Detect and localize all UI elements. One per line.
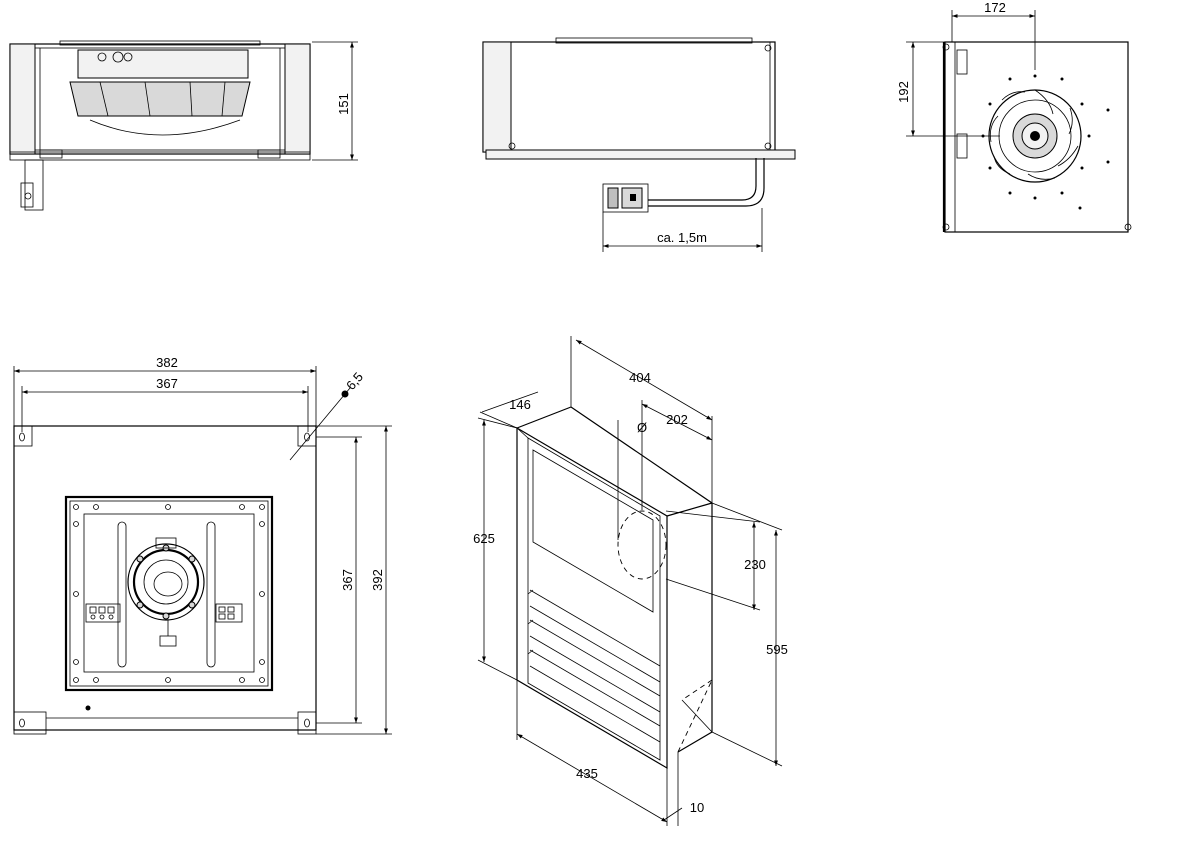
dim-iso-offset: 146	[509, 397, 531, 412]
dim-side-width: 172	[984, 0, 1006, 15]
dim-plan-inner-height: 367	[340, 569, 355, 591]
dim-plan-inner-width: 367	[156, 376, 178, 391]
dim-plan-outer-width: 382	[156, 355, 178, 370]
dim-side-height: 192	[896, 81, 911, 103]
dim-iso-width: 435	[576, 766, 598, 781]
dim-iso-height: 625	[473, 531, 495, 546]
front-view	[9, 40, 358, 211]
dim-cable-length: ca. 1,5m	[657, 230, 707, 245]
dim-iso-diameter-symbol: Ø	[637, 420, 647, 435]
side-view	[482, 37, 796, 252]
isometric-view	[477, 336, 783, 826]
end-view	[906, 10, 1132, 233]
dim-iso-body-height: 595	[766, 642, 788, 657]
dim-plan-outer-height: 392	[370, 569, 385, 591]
dim-hole-diameter: 6,5	[343, 369, 366, 392]
dim-front-height: 151	[336, 93, 351, 115]
dim-iso-depth: 404	[629, 370, 651, 385]
dim-iso-duct-height: 230	[744, 557, 766, 572]
dim-iso-flange: 10	[690, 800, 704, 815]
dim-iso-duct: 202	[666, 412, 688, 427]
plan-view	[13, 366, 392, 735]
